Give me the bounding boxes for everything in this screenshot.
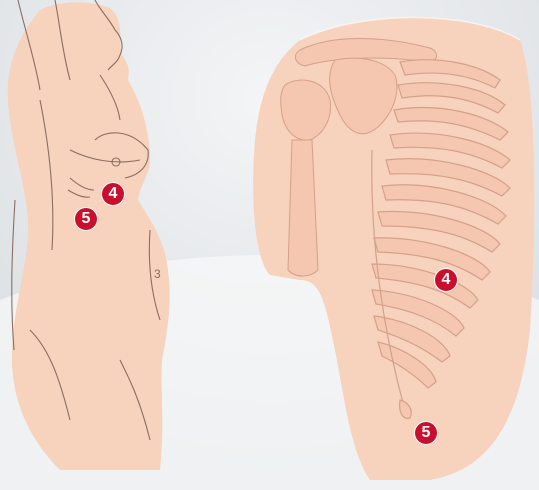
ribcage-view-marker-5: 5 bbox=[414, 421, 438, 445]
side-view-marker-4: 4 bbox=[101, 182, 125, 206]
ribcage-view-marker-4: 4 bbox=[434, 268, 458, 292]
abdomen-mark: 3 bbox=[154, 267, 161, 281]
side-view-marker-5: 5 bbox=[74, 207, 98, 231]
